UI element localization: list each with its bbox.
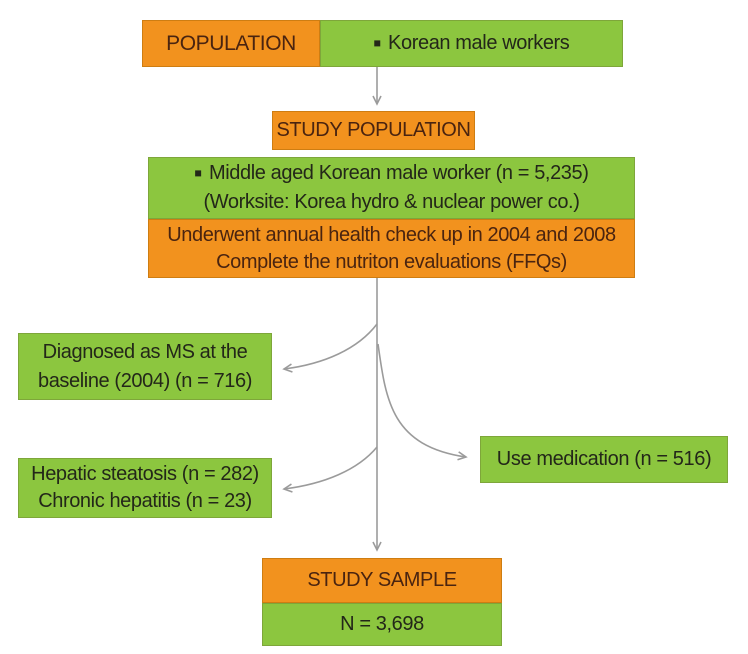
criteria-line-2: Complete the nutriton evaluations (FFQs) xyxy=(216,250,567,273)
exclusion-ms-line-1: Diagnosed as MS at the xyxy=(42,340,248,363)
exclusion-medication-box: Use medication (n = 516) xyxy=(480,436,728,483)
connector-to-hepatic-exclusion xyxy=(282,446,378,493)
population-value: ■ Korean male workers xyxy=(374,32,570,55)
criteria-line-1: Underwent annual health check up in 2004… xyxy=(167,223,616,246)
study-population-header: STUDY POPULATION xyxy=(276,119,471,141)
detail-line-1: ■ Middle aged Korean male worker (n = 5,2… xyxy=(194,160,588,189)
exclusion-ms-line-2: baseline (2004) (n = 716) xyxy=(37,369,253,392)
study-population-detail-block: ■ Middle aged Korean male worker (n = 5,2… xyxy=(148,157,635,278)
exclusion-medication-label: Use medication (n = 516) xyxy=(496,448,712,470)
study-population-detail-box: ■ Middle aged Korean male worker (n = 5,2… xyxy=(148,157,635,219)
exclusion-hepatic-line-2: Chronic hepatitis (n = 23) xyxy=(38,490,252,512)
study-sample-value: N = 3,698 xyxy=(340,613,424,635)
study-sample-header-box: STUDY SAMPLE xyxy=(262,558,502,603)
bullet-square-icon: ■ xyxy=(194,166,202,180)
study-sample-header: STUDY SAMPLE xyxy=(307,569,457,591)
population-value-box: ■ Korean male workers xyxy=(320,20,623,67)
population-value-text: Korean male workers xyxy=(388,32,570,54)
exclusion-ms-box: Diagnosed as MS at the baseline (2004) (… xyxy=(18,333,272,400)
bullet-square-icon: ■ xyxy=(373,36,382,50)
study-population-header-box: STUDY POPULATION xyxy=(272,111,475,150)
exclusion-hepatic-box: Hepatic steatosis (n = 282) Chronic hepa… xyxy=(18,458,272,518)
connector-to-medication-exclusion xyxy=(377,343,468,461)
detail-line-2: (Worksite: Korea hydro & nuclear power c… xyxy=(203,191,580,213)
inclusion-criteria-box: Underwent annual health check up in 2004… xyxy=(148,219,635,278)
study-sample-value-box: N = 3,698 xyxy=(262,603,502,646)
population-label-box: POPULATION xyxy=(142,20,320,67)
connector-to-ms-exclusion xyxy=(282,323,378,373)
study-sample-block: STUDY SAMPLE N = 3,698 xyxy=(262,558,502,646)
detail-line-1-text: Middle aged Korean male worker (n = 5,23… xyxy=(208,162,589,184)
population-label: POPULATION xyxy=(166,31,296,55)
population-row: POPULATION ■ Korean male workers xyxy=(142,20,623,67)
exclusion-hepatic-line-1: Hepatic steatosis (n = 282) xyxy=(31,463,259,485)
